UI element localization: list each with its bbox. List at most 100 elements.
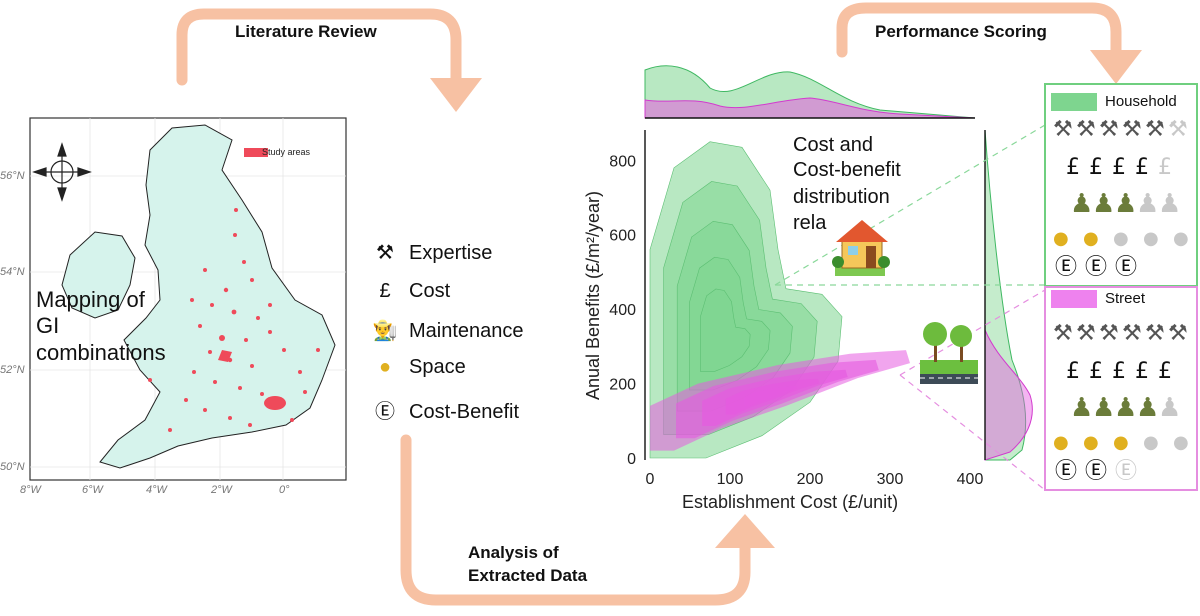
compass-icon: [32, 142, 92, 202]
maintenance-score-icon: ♟: [1158, 393, 1181, 423]
expertise-score-icon: ⚒: [1053, 117, 1073, 142]
y-tick-label: 800: [609, 153, 636, 170]
cost-score-icon: £: [1158, 155, 1172, 180]
map-legend-label: Study areas: [262, 147, 311, 157]
cost-score-icon: £: [1135, 155, 1149, 180]
expertise-score-icon: ⚒: [1145, 117, 1165, 142]
lat-label-56: 56°N: [0, 170, 25, 182]
maintenance-score-icon: ♟: [1070, 393, 1093, 423]
legend-label-expertise: Expertise: [409, 242, 493, 264]
x-tick-label: 400: [957, 471, 984, 488]
maintenance-score-icon: ♟: [1114, 393, 1137, 423]
space-score-icon: ●: [1173, 432, 1189, 453]
maintenance-score-icon: ♟: [1092, 393, 1115, 423]
cost-score-icon: £: [1135, 359, 1149, 384]
y-tick-label: 600: [609, 228, 636, 245]
space-score-icon: ●: [1113, 432, 1129, 453]
y-tick-label: 0: [627, 451, 636, 468]
expertise-score-icon: ⚒: [1076, 117, 1096, 142]
household-density-level-5: [700, 288, 751, 372]
cost-score-icon: £: [1089, 155, 1103, 180]
household-panel: [1044, 83, 1198, 287]
space-score-icon: ●: [1173, 228, 1189, 249]
y-tick-label: 200: [609, 377, 636, 394]
maintenance-score-icon: ♟: [1158, 189, 1181, 219]
legend-item-cost: £Cost: [367, 280, 450, 303]
top-marginal-density: [644, 65, 976, 119]
cost-benefit-score-icon: Ⓔ: [1055, 459, 1077, 484]
space-score-icon: ●: [1113, 228, 1129, 249]
household-label: Household: [1105, 93, 1177, 110]
space-score-icon: ●: [1083, 432, 1099, 453]
legend-item-expertise: ⚒ Expertise: [367, 240, 492, 265]
cost-benefit-score-icon: Ⓔ: [1085, 255, 1107, 280]
maintenance-score-icon: ♟: [1136, 189, 1159, 219]
cost-score-icon: £: [1089, 359, 1103, 384]
gardener-icon: 👨‍🌾: [372, 320, 398, 342]
space-score-icon: ●: [1053, 432, 1069, 453]
legend-item-space: ●Space: [367, 356, 466, 379]
street-swatch: [1051, 290, 1097, 308]
expertise-score-icon: ⚒: [1076, 321, 1096, 346]
street-label: Street: [1105, 290, 1146, 307]
legend-label-cost-benefit: Cost-Benefit: [409, 401, 520, 423]
house-icon: [832, 220, 890, 276]
expertise-score-icon: ⚒: [1122, 321, 1142, 346]
flow-arrow-scoring: [836, 2, 1122, 58]
expertise-score-icon: ⚒: [1145, 321, 1165, 346]
map-title-line3: combinations: [36, 340, 166, 365]
arrowhead-literature: [430, 78, 482, 112]
lon-label-8w: 8°W: [20, 484, 41, 496]
lon-label-6w: 6°W: [82, 484, 103, 496]
x-tick-label: 300: [877, 471, 904, 488]
expertise-score-icon: ⚒: [1099, 321, 1119, 346]
cost-benefit-score-icon: Ⓔ: [1115, 459, 1137, 484]
literature-review-title: Literature Review: [235, 22, 377, 41]
lat-label-52: 52°N: [0, 364, 25, 376]
flow-arrow-analysis: [400, 434, 751, 606]
expertise-score-icon: ⚒: [1122, 117, 1142, 142]
legend-item-maintenance: 👨‍🌾 Maintenance: [367, 318, 524, 343]
y-tick-label: 400: [609, 302, 636, 319]
right-marginal-density: [984, 129, 1033, 461]
expertise-score-icon: ⚒: [1168, 321, 1188, 346]
great-britain-landmass: [99, 124, 336, 469]
density-layer: [649, 141, 910, 459]
x-tick-label: 0: [646, 471, 655, 488]
coins-icon: ●: [378, 356, 392, 378]
analysis-title-line1: Analysis of: [468, 543, 559, 562]
maintenance-score-icon: ♟: [1114, 189, 1137, 219]
legend-label-maintenance: Maintenance: [409, 320, 524, 342]
cost-score-icon: £: [1112, 155, 1126, 180]
maintenance-score-icon: ♟: [1092, 189, 1115, 219]
ireland-landmass: [61, 231, 136, 319]
street-density-level-5: [744, 385, 797, 406]
cost-benefit-score-icon: Ⓔ: [1055, 255, 1077, 280]
arrowhead-analysis: [715, 514, 775, 548]
space-score-icon: ●: [1083, 228, 1099, 249]
expertise-score-icon: ⚒: [1168, 117, 1188, 142]
arrowhead-scoring: [1090, 50, 1142, 84]
cost-score-icon: £: [1066, 155, 1080, 180]
maintenance-score-icon: ♟: [1136, 393, 1159, 423]
lon-label-0: 0°: [279, 484, 290, 496]
x-tick-label: 200: [797, 471, 824, 488]
street-panel: [1044, 286, 1198, 491]
flow-arrow-literature: [176, 8, 462, 86]
chart-annotation-line3: distribution: [793, 186, 890, 208]
chart-annotation-line2: Cost-benefit: [793, 159, 901, 181]
performance-scoring-title: Performance Scoring: [875, 22, 1047, 41]
legend-label-cost: Cost: [409, 280, 451, 302]
tools-icon: ⚒: [376, 242, 394, 264]
maintenance-score-icon: ♟: [1070, 189, 1093, 219]
household-swatch: [1051, 93, 1097, 111]
lat-label-54: 54°N: [0, 266, 25, 278]
expertise-score-icon: ⚒: [1053, 321, 1073, 346]
map-title-line2: GI: [36, 313, 60, 338]
space-score-icon: ●: [1143, 228, 1159, 249]
